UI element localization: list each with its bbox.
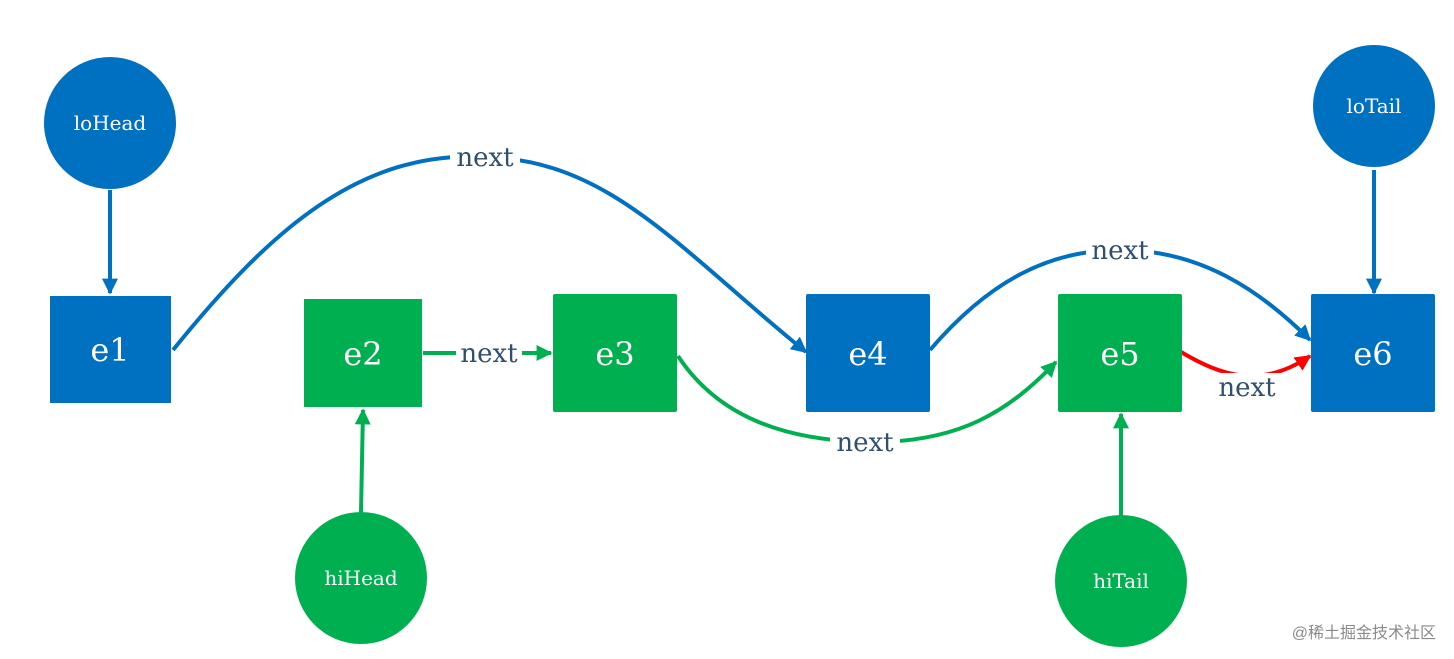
- svg-text:e4: e4: [848, 335, 887, 373]
- pointer-lotail: loTail: [1313, 45, 1435, 167]
- watermark-text: @稀土掘金技术社区: [1291, 625, 1436, 642]
- svg-text:hiTail: hiTail: [1093, 569, 1149, 593]
- node-e5: e5: [1058, 294, 1182, 412]
- node-e2: e2: [304, 299, 422, 407]
- watermark: https://blog.csdn.net/weixin_43767015 @稀…: [1198, 619, 1436, 643]
- edge-label-e5-e6: next: [1218, 373, 1276, 403]
- svg-text:hiHead: hiHead: [324, 566, 397, 590]
- pointer-lohead: loHead: [44, 57, 176, 189]
- svg-text:e2: e2: [343, 335, 382, 373]
- edge-label-e3-e5: next: [836, 428, 894, 458]
- pointer-hitail: hiTail: [1055, 515, 1187, 647]
- node-e1: e1: [50, 296, 171, 403]
- pointer-hihead: hiHead: [295, 512, 427, 644]
- edge-label-e2-e3: next: [460, 339, 518, 369]
- svg-text:loHead: loHead: [74, 111, 147, 135]
- edge-label-e4-e6: next: [1091, 236, 1149, 266]
- node-e3: e3: [553, 294, 677, 412]
- edge-label-e1-e4: next: [456, 143, 514, 173]
- svg-text:loTail: loTail: [1347, 94, 1402, 118]
- svg-text:e3: e3: [595, 335, 634, 373]
- edge-e1-e4: [171, 154, 808, 354]
- svg-text:e6: e6: [1353, 335, 1392, 373]
- svg-text:e1: e1: [90, 331, 129, 369]
- node-e4: e4: [806, 294, 930, 412]
- node-e6: e6: [1311, 294, 1435, 412]
- svg-text:e5: e5: [1100, 335, 1139, 373]
- edge-hihead-e2: [354, 408, 371, 513]
